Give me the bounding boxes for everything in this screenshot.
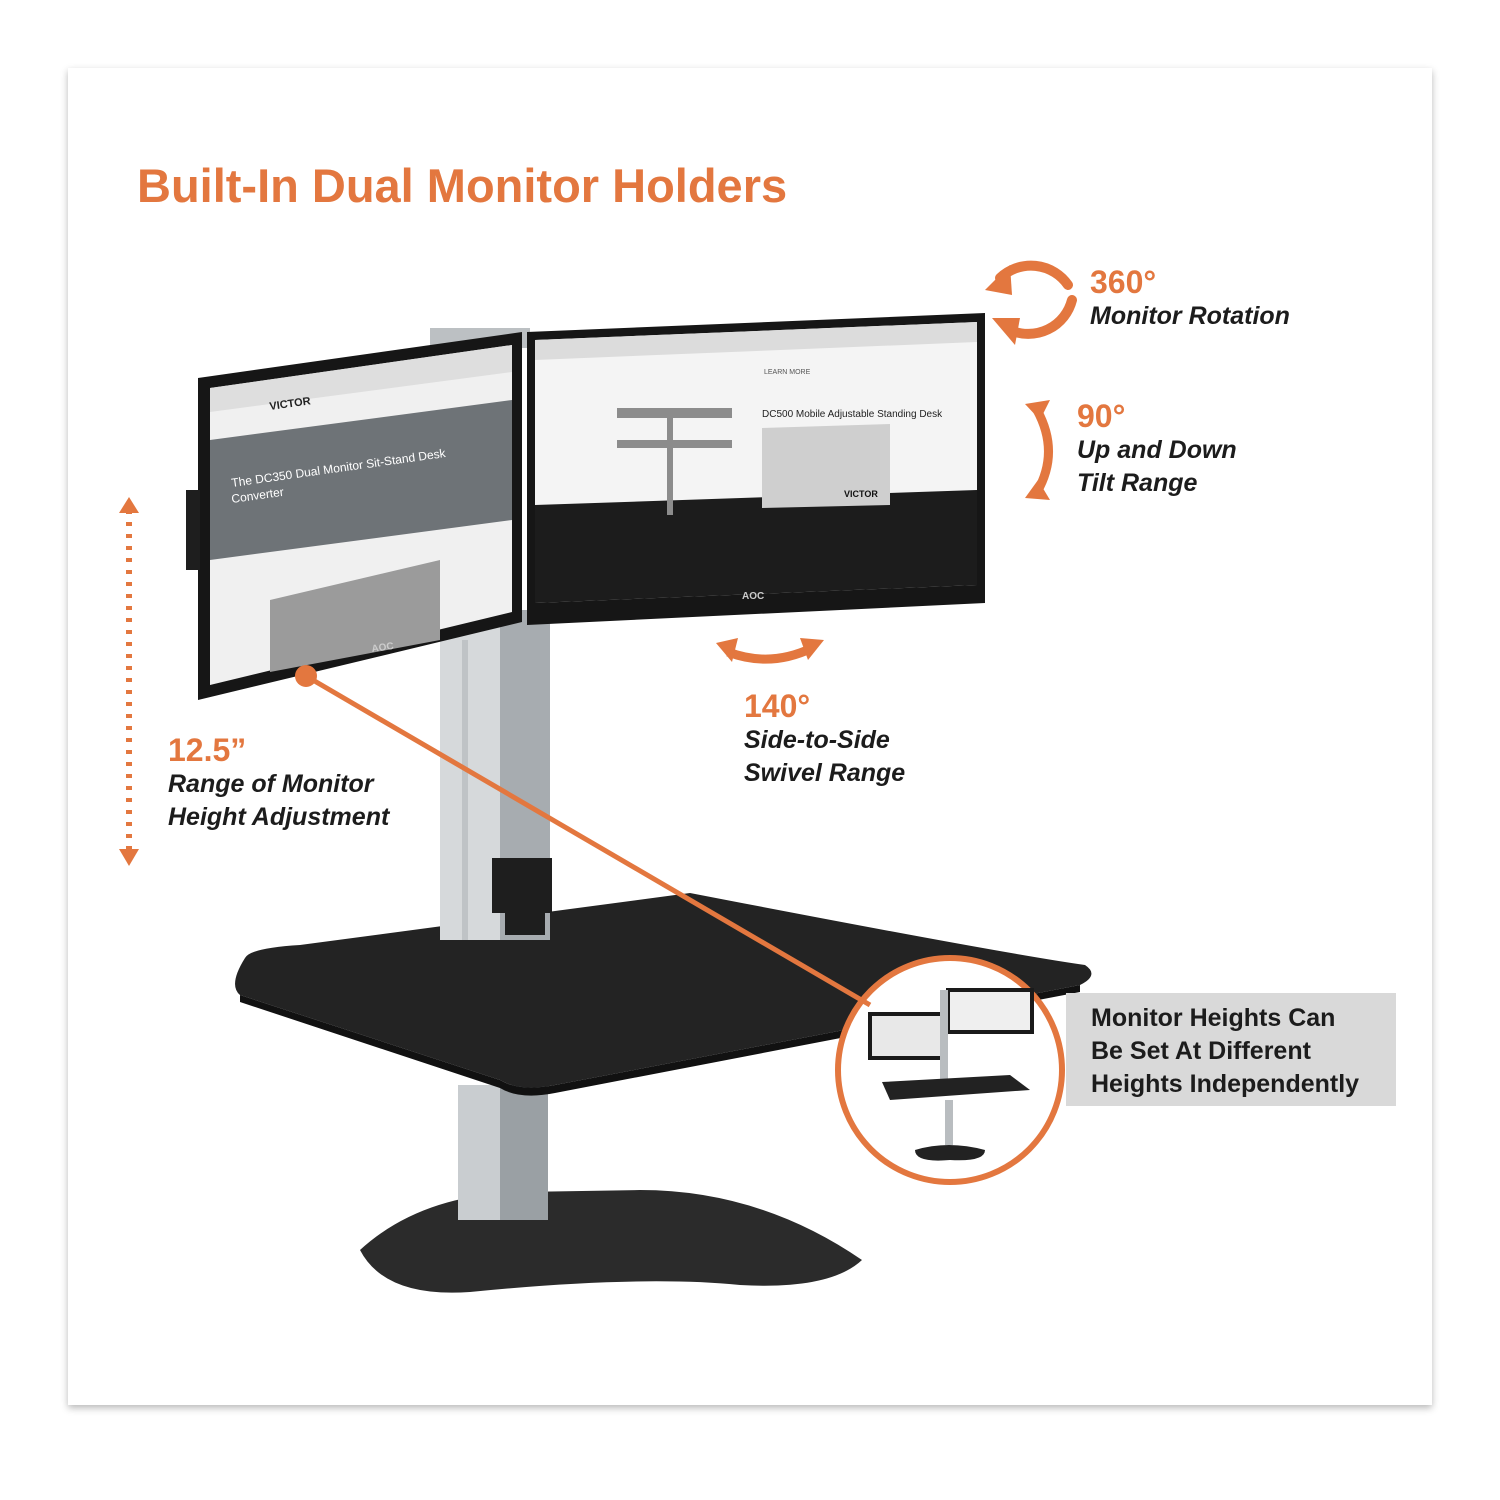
left-screen-logo: VICTOR — [269, 395, 312, 413]
tilt-label-line-2: Tilt Range — [1077, 469, 1198, 497]
left-monitor-brand: AOC — [371, 641, 395, 655]
right-screen-headline: DC500 Mobile Adjustable Standing Desk — [762, 409, 943, 420]
page-title: Built-In Dual Monitor Holders — [137, 159, 788, 212]
callout-line-1: Monitor Heights Can — [1091, 1004, 1336, 1032]
right-screen-logo: VICTOR — [844, 489, 878, 499]
height-label-line-1: Range of Monitor — [168, 770, 374, 798]
height-label-line-2: Height Adjustment — [168, 803, 390, 831]
rotation-value: 360° — [1090, 264, 1157, 300]
tilt-feature: 90° Up and Down Tilt Range — [1077, 398, 1237, 500]
tilt-value: 90° — [1077, 398, 1126, 434]
height-value: 12.5” — [168, 732, 247, 768]
right-monitor-brand: AOC — [742, 591, 764, 602]
work-surface — [235, 893, 1092, 1088]
swivel-label-line-2: Swivel Range — [744, 759, 906, 787]
right-screen-video — [762, 424, 890, 508]
swivel-feature: 140° Side-to-Side Swivel Range — [744, 688, 905, 790]
callout-anchor-dot — [295, 665, 317, 687]
callout-thumbnail — [868, 988, 1034, 1161]
product-card — [68, 68, 1432, 1405]
curved-vertical-arrow-icon — [1033, 407, 1053, 495]
callout-line-2: Be Set At Different — [1091, 1037, 1311, 1065]
callout-text: Monitor Heights Can Be Set At Different … — [1091, 1002, 1391, 1101]
curved-horizontal-arrow-icon — [726, 643, 814, 664]
tilt-label-line-1: Up and Down — [1077, 436, 1237, 464]
swivel-value: 140° — [744, 688, 811, 724]
callout-line-3: Heights Independently — [1091, 1070, 1360, 1098]
callout-connector — [304, 673, 872, 1008]
height-lock-clamp — [492, 858, 552, 913]
callout-box — [1066, 993, 1396, 1106]
height-feature: 12.5” Range of Monitor Height Adjustment — [168, 732, 389, 834]
swivel-label-line-1: Side-to-Side — [744, 726, 890, 754]
rotation-feature: 360° Monitor Rotation — [1090, 264, 1290, 333]
rotation-label: Monitor Rotation — [1090, 302, 1290, 330]
right-screen-button: LEARN MORE — [764, 369, 811, 376]
desk-base — [360, 1190, 862, 1293]
